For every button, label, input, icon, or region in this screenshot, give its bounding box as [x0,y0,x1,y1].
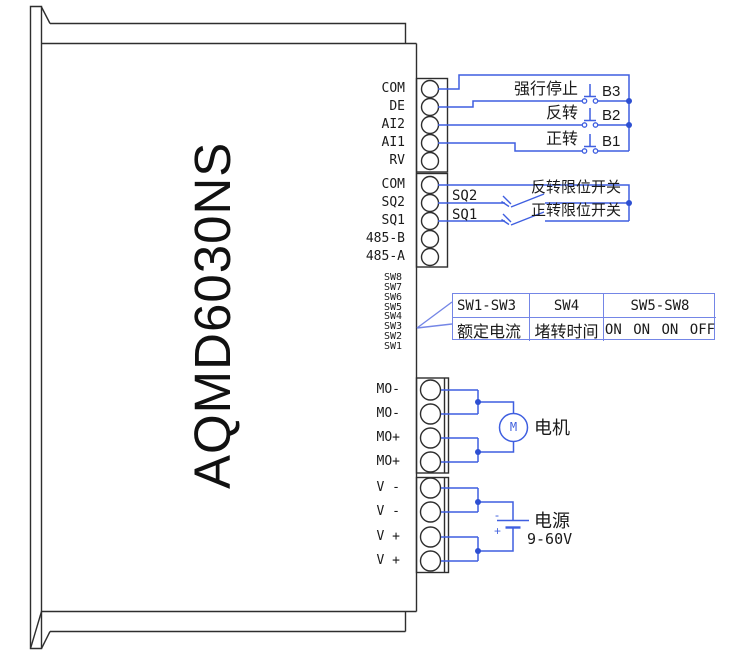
dip-table-value-stall-time: 堵转时间 [530,318,604,341]
terminal-label-com: COM [381,81,405,96]
dip-function-table: SW1-SW3 SW4 SW5-SW8 额定电流 堵转时间 ON ON ON O… [452,293,716,341]
terminal-label-sq2: SQ2 [381,195,405,210]
terminal-label-v-plus-2: V + [376,553,400,568]
battery-minus-sign: - [495,508,499,522]
power-voltage-range: 9-60V [527,530,573,548]
button-caption-reverse: 反转 [545,105,578,122]
motor-wires [441,389,515,463]
switch-id-sq2: SQ2 [452,188,478,204]
terminal-blocks [415,77,450,574]
motor-icon [498,412,529,443]
terminal-label-mo-plus-2: MO+ [376,454,400,469]
dip-label-sw3: SW3 [383,321,402,332]
switch-id-sq1: SQ1 [452,207,478,223]
battery-icon [497,519,529,529]
terminal-label-485a: 485-A [365,249,405,264]
limit-switch-icons [501,193,545,226]
battery-plus-sign: + [494,524,502,538]
junction-dots [475,98,632,554]
terminal-label-v-minus-1: V - [376,480,400,495]
terminal-label-485b: 485-B [365,231,405,246]
dip-label-sw2: SW2 [383,331,402,342]
power-caption: 电源 [534,511,570,531]
dip-label-sw4: SW4 [383,311,402,322]
button-caption-stop: 强行停止 [513,81,578,98]
dip-label-sw1: SW1 [383,341,402,352]
dip-table-header-sw5-sw8: SW5-SW8 [604,294,716,318]
terminal-label-v-minus-2: V - [376,504,400,519]
dip-table-value-rated-current: 额定电流 [453,318,530,341]
switch-caption-sq2: 反转限位开关 [531,180,622,196]
dip-label-sw6: SW6 [383,292,402,303]
dip-brace [416,301,453,329]
motor-caption: 电机 [534,418,570,438]
terminal-screw-circles [419,79,442,572]
power-wires [441,487,514,562]
terminal-label-de: DE [389,99,405,114]
switch-caption-sq1: 正转限位开关 [531,203,622,219]
button-id-b3: B3 [602,83,621,100]
dip-table-header-sw1-sw3: SW1-SW3 [453,294,530,318]
terminal-label-sq1: SQ1 [381,213,405,228]
motor-symbol: M [509,420,518,434]
terminal-label-mo-plus-1: MO+ [376,430,400,445]
dip-table-value-on-off: ON ON ON OFF [604,321,716,338]
limit-switch-wires [438,184,630,222]
button-id-b1: B1 [602,133,621,150]
terminal-label-ai2: AI2 [381,117,405,132]
terminal-label-mo-minus-2: MO- [376,406,400,421]
button-id-b2: B2 [602,107,621,124]
dip-table-header-sw4: SW4 [530,294,604,318]
dip-label-sw5: SW5 [383,302,402,313]
button-caption-forward: 正转 [545,131,578,148]
board-model-label: AQMD6030NS [184,141,241,489]
dip-label-sw8: SW8 [383,272,402,283]
terminal-label-mo-minus-1: MO- [376,382,400,397]
dip-label-sw7: SW7 [383,282,402,293]
terminal-label-rv: RV [389,153,405,168]
pushbutton-icons [581,84,599,154]
terminal-label-com2: COM [381,177,405,192]
terminal-label-v-plus-1: V + [376,529,400,544]
terminal-label-ai1: AI1 [381,135,405,150]
